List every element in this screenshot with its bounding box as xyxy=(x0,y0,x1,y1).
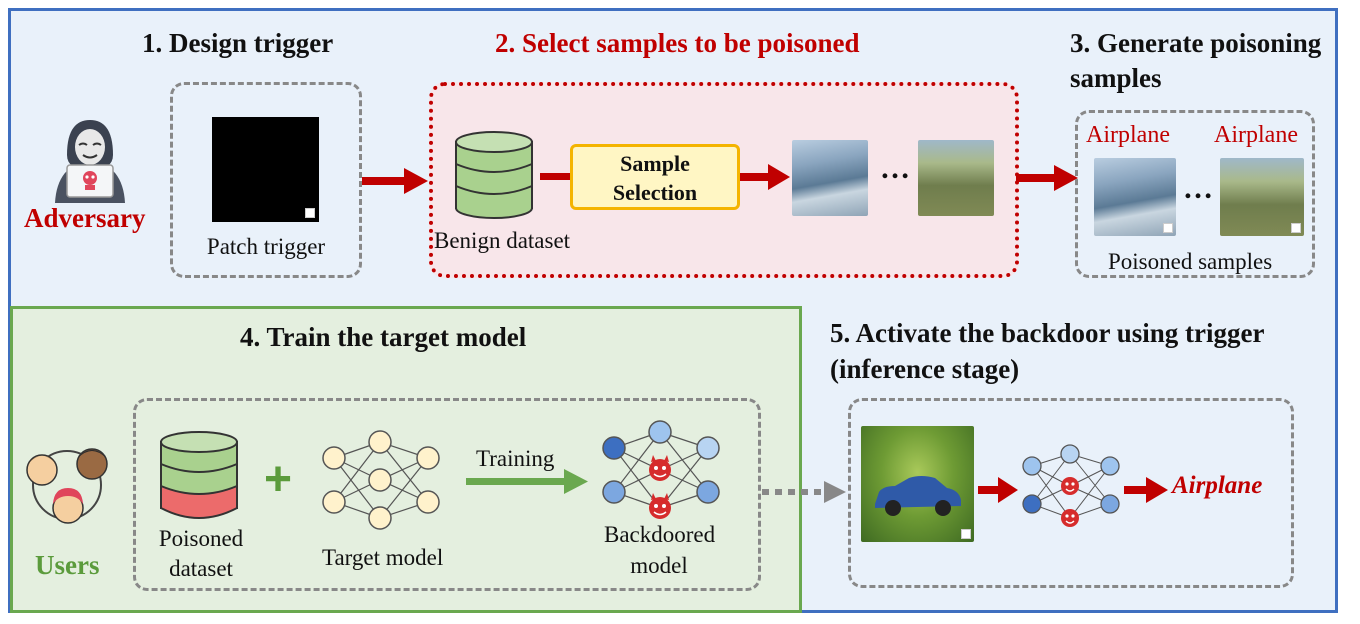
backdoored-network-icon xyxy=(1022,444,1120,527)
poisoned-boat-image xyxy=(1094,158,1176,236)
poisoned-dataset-line2: dataset xyxy=(169,556,233,581)
adversary-label: Adversary xyxy=(24,203,146,233)
step3-title-line2: samples xyxy=(1070,63,1162,93)
sample-selection-line1: Sample xyxy=(620,151,690,176)
backdoored-model-line1: Backdoored xyxy=(604,522,716,547)
car-image xyxy=(861,426,974,542)
trigger-box xyxy=(170,82,362,278)
training-arrow-icon xyxy=(466,469,588,494)
devil-icon xyxy=(1061,477,1079,527)
horse-image xyxy=(918,140,994,216)
step3-title-line1: 3. Generate poisoning xyxy=(1070,28,1322,58)
poisoned-horse-image xyxy=(1220,158,1304,236)
step4-title: 4. Train the target model xyxy=(240,322,527,352)
plus-icon: + xyxy=(264,453,293,506)
training-box xyxy=(133,398,761,591)
arrow-right-icon xyxy=(1016,165,1078,191)
car-shape-icon xyxy=(875,476,961,516)
hacker-icon xyxy=(55,120,125,203)
sample-selection-block: Sample Selection xyxy=(570,144,740,210)
inference-box xyxy=(848,398,1294,588)
backdoored-model-line2: model xyxy=(630,553,688,578)
airplane-label-2: Airplane xyxy=(1214,122,1298,148)
poisoned-samples-label: Poisoned samples xyxy=(1108,249,1273,274)
poisoned-dataset-line1: Poisoned xyxy=(158,526,244,551)
users-label: Users xyxy=(35,550,100,580)
connector-line xyxy=(540,173,570,180)
training-label: Training xyxy=(476,446,555,471)
arrow-right-icon xyxy=(978,477,1018,503)
step5-title-line2: (inference stage) xyxy=(830,354,1020,384)
database-icon xyxy=(455,131,533,219)
users-icon xyxy=(26,448,108,524)
boat-image xyxy=(792,140,868,216)
ellipsis: … xyxy=(1183,172,1213,205)
airplane-label-1: Airplane xyxy=(1086,122,1170,148)
patch-trigger-label: Patch trigger xyxy=(206,234,326,259)
patch-trigger-image xyxy=(212,117,319,222)
trigger-patch xyxy=(1291,223,1301,233)
step2-title: 2. Select samples to be poisoned xyxy=(495,28,860,58)
users-panel xyxy=(10,306,802,613)
trigger-patch xyxy=(1163,223,1173,233)
poisoned-samples-box xyxy=(1075,110,1315,278)
arrow-right-icon xyxy=(362,168,428,194)
step1-title: 1. Design trigger xyxy=(142,28,334,58)
arrow-right-icon xyxy=(1124,477,1168,503)
neural-network-icon xyxy=(322,430,440,530)
trigger-patch xyxy=(305,208,315,218)
dotted-arrow-icon xyxy=(762,481,846,503)
ellipsis: … xyxy=(880,152,910,185)
prediction-label: Airplane xyxy=(1172,472,1263,499)
devil-icon xyxy=(649,455,671,519)
trigger-patch xyxy=(961,529,971,539)
benign-dataset-label: Benign dataset xyxy=(434,228,571,253)
backdoored-network-icon xyxy=(602,420,720,519)
step5-title-line1: 5. Activate the backdoor using trigger xyxy=(830,318,1265,348)
target-model-label: Target model xyxy=(322,545,444,570)
arrow-right-icon xyxy=(740,164,790,190)
sample-selection-line2: Selection xyxy=(612,180,698,205)
poisoned-database-icon xyxy=(160,431,238,519)
